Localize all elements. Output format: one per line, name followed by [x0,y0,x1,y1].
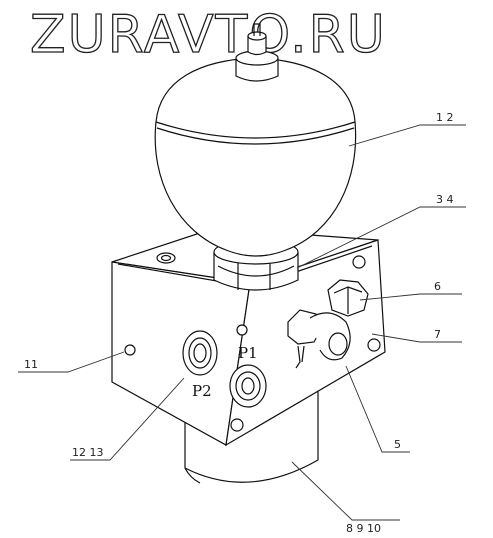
plug-6 [327,279,369,317]
callout-3-4: 3 4 [436,193,454,206]
callout-5: 5 [394,438,401,451]
callout-12-13: 12 13 [72,446,104,459]
port-p2-label: P2 [192,382,212,400]
watermark-text: ZURAVTO.RU [30,5,387,65]
port-p1-label: P1 [238,344,258,362]
test-coupling-5 [287,309,351,369]
callout-7: 7 [434,328,441,341]
accumulator [154,23,357,257]
port-p2 [182,330,218,376]
leader-lines [18,124,466,521]
callout-1-2: 1 2 [436,111,454,124]
port-11-hole [124,344,136,356]
callout-6: 6 [434,280,441,293]
callout-8-9-10: 8 9 10 [346,522,381,535]
callout-11: 11 [24,358,38,371]
port-p1 [229,364,267,408]
